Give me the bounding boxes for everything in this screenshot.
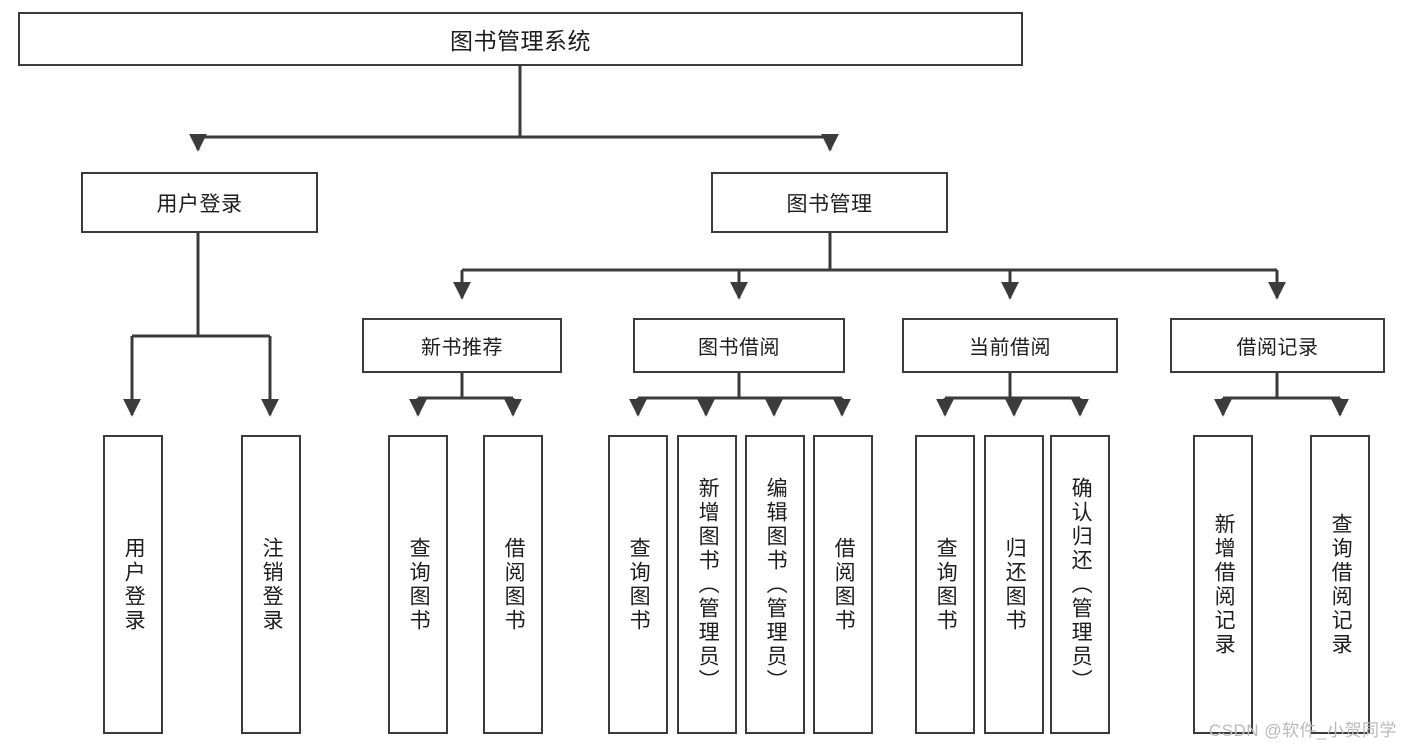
leaf-borrow-query-book[interactable]: 查询图书 — [608, 435, 668, 734]
node-label: 用户登录 — [122, 536, 146, 633]
node-label: 确认归还（管理员） — [1069, 476, 1093, 693]
node-label: 借阅记录 — [1236, 337, 1319, 359]
node-user-login[interactable]: 用户登录 — [81, 172, 318, 233]
node-label: 图书管理系统 — [450, 28, 591, 54]
node-book-management[interactable]: 图书管理 — [711, 172, 948, 233]
node-label: 归还图书 — [1003, 536, 1027, 633]
leaf-borrow-borrow-book[interactable]: 借阅图书 — [813, 435, 873, 734]
node-label: 注销登录 — [260, 536, 284, 633]
node-label: 图书借阅 — [698, 337, 780, 359]
node-label: 新书推荐 — [421, 337, 503, 359]
node-label: 查询图书 — [407, 536, 431, 633]
leaf-record-add-record[interactable]: 新增借阅记录 — [1193, 435, 1253, 734]
leaf-borrow-add-book-admin[interactable]: 新增图书（管理员） — [677, 435, 737, 734]
node-label: 图书管理 — [786, 192, 873, 216]
node-book-borrow[interactable]: 图书借阅 — [633, 318, 845, 373]
node-label: 借阅图书 — [502, 536, 526, 633]
leaf-current-return-book[interactable]: 归还图书 — [984, 435, 1044, 734]
node-label: 编辑图书（管理员） — [764, 476, 788, 693]
leaf-current-confirm-return-admin[interactable]: 确认归还（管理员） — [1050, 435, 1110, 734]
node-borrow-record[interactable]: 借阅记录 — [1170, 318, 1385, 373]
leaf-logout[interactable]: 注销登录 — [241, 435, 301, 734]
node-label: 用户登录 — [156, 192, 243, 216]
leaf-borrow-edit-book-admin[interactable]: 编辑图书（管理员） — [745, 435, 805, 734]
leaf-record-query-record[interactable]: 查询借阅记录 — [1310, 435, 1370, 734]
node-label: 查询图书 — [934, 536, 958, 633]
leaf-user-login[interactable]: 用户登录 — [103, 435, 163, 734]
node-label: 当前借阅 — [969, 337, 1051, 359]
node-label: 新增图书（管理员） — [696, 476, 720, 693]
node-label: 查询借阅记录 — [1329, 512, 1353, 657]
leaf-newbook-borrow-book[interactable]: 借阅图书 — [483, 435, 543, 734]
node-current-borrow[interactable]: 当前借阅 — [902, 318, 1118, 373]
leaf-current-query-book[interactable]: 查询图书 — [915, 435, 975, 734]
node-new-book-recommendation[interactable]: 新书推荐 — [362, 318, 562, 373]
leaf-newbook-query-book[interactable]: 查询图书 — [388, 435, 448, 734]
node-label: 借阅图书 — [832, 536, 856, 633]
node-label: 新增借阅记录 — [1212, 512, 1236, 657]
node-book-management-system[interactable]: 图书管理系统 — [18, 12, 1023, 66]
node-label: 查询图书 — [627, 536, 651, 633]
